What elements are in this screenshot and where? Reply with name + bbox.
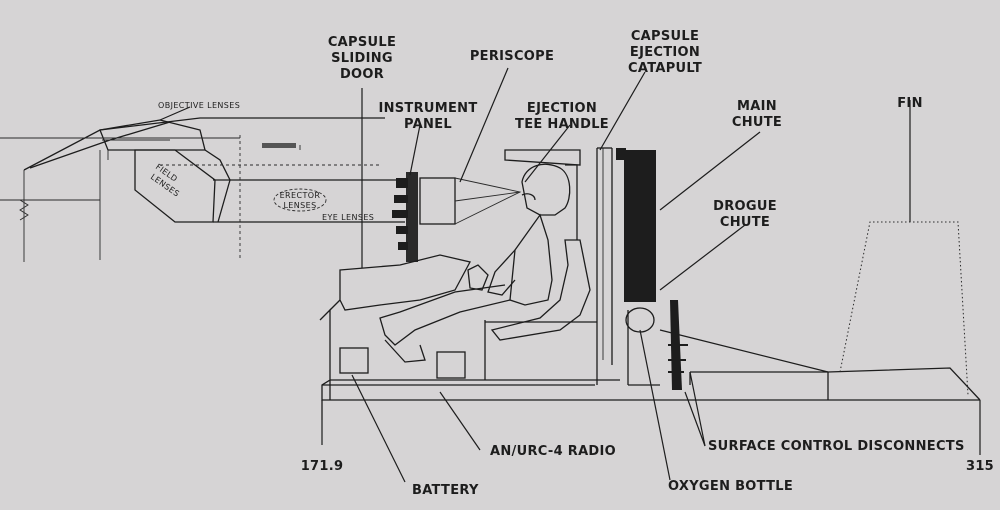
eye-lenses-label: EYE LENSES: [322, 213, 374, 222]
chute-assembly: [616, 148, 688, 390]
surface-control-disconnects-label: SURFACE CONTROL DISCONNECTS: [708, 439, 965, 454]
station-end-label: 315: [966, 459, 994, 474]
oxygen-bottle-shape: [625, 307, 655, 333]
main-chute-label-line2: CHUTE: [732, 115, 782, 130]
periscope-body: [0, 117, 405, 262]
capsule-sliding-door-label-line2: SLIDING: [331, 51, 393, 66]
capsule-ejection-catapult-label-line2: EJECTION: [630, 45, 700, 60]
capsule-ejection-catapult-label-line3: CATAPULT: [628, 61, 702, 76]
erector-lenses-label-line1: ERECTOR: [280, 191, 321, 200]
ejection-tee-handle-label-line2: TEE HANDLE: [515, 117, 609, 132]
pilot-figure: [379, 149, 591, 363]
station-start-label: 171.9: [301, 459, 344, 474]
periscope-label: PERISCOPE: [470, 49, 554, 64]
fin-label: FIN: [897, 96, 923, 111]
instrument-panel-shape: [392, 172, 522, 262]
battery-label: BATTERY: [412, 483, 479, 498]
drogue-chute-label-line1: DROGUE: [713, 199, 777, 214]
capsule-sliding-door-label-line1: CAPSULE: [328, 35, 396, 50]
capsule-sliding-door-label-line3: DOOR: [340, 67, 384, 82]
labels: CAPSULE SLIDING DOOR PERISCOPE CAPSULE E…: [149, 29, 994, 498]
instrument-panel-label-line1: INSTRUMENT: [378, 101, 477, 116]
capsule-ejection-catapult-label-line1: CAPSULE: [631, 29, 699, 44]
instrument-panel-label-line2: PANEL: [404, 117, 452, 132]
ejection-tee-handle-label-line1: EJECTION: [527, 101, 597, 116]
oxygen-bottle-label: OXYGEN BOTTLE: [668, 479, 793, 494]
main-chute-pack: [624, 150, 656, 302]
capsule-structure: [319, 147, 981, 420]
erector-lenses-label-line2: LENSES: [283, 201, 316, 210]
main-chute-label-line1: MAIN: [737, 99, 777, 114]
objective-lenses-label: OBJECTIVE LENSES: [158, 101, 240, 110]
an-urc-4-radio-label: AN/URC-4 RADIO: [490, 444, 616, 459]
leader-lines: [159, 67, 981, 483]
drogue-chute-label-line2: CHUTE: [720, 215, 770, 230]
